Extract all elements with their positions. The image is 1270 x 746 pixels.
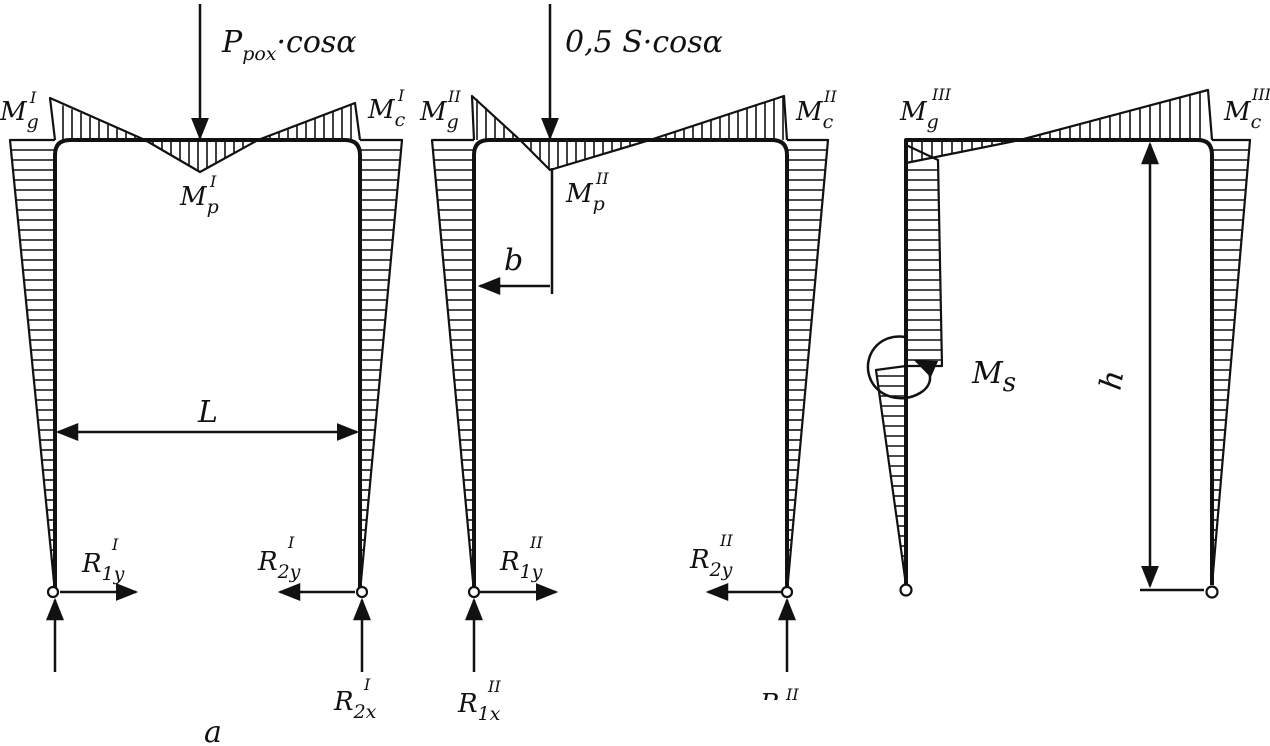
panel-1-m-left-label: Mg	[0, 97, 39, 133]
panel-1-m-mid-label: Mp	[179, 182, 219, 218]
panel-2-r1y-label: R1y	[499, 547, 543, 583]
panel-2-r2y-label: R2y	[689, 545, 733, 581]
panel-3-left-column-moment	[905, 144, 944, 368]
panel-2-m-mid-sup: II	[595, 169, 609, 188]
panel-1-m-left-sup: I	[29, 88, 37, 107]
panel-2-left-column-moment	[430, 138, 476, 593]
panel-1-left-hinge	[46, 585, 60, 599]
panel-3-left-column-lower-moment	[874, 364, 908, 586]
panel-1-left-column-moment	[8, 138, 57, 593]
panel-2-crop-mask	[740, 700, 820, 746]
panel-3-m-left-label: Mg	[899, 97, 939, 133]
panel-1-r2y-sup: I	[287, 533, 295, 552]
panel-3-right-column-moment	[1210, 138, 1252, 586]
panel-3-m-right-label: Mc	[1223, 97, 1262, 133]
panel-3-frame	[904, 138, 1214, 585]
panel-1-r1y-label: R1y	[81, 549, 125, 585]
panel-2-offset-label: b	[504, 243, 523, 278]
panel-1: Ppox·cosα Mg I Mc I Mp I L R1y I R2y I R…	[0, 4, 406, 723]
panel-1-right-hinge	[355, 585, 369, 599]
panel-3-moment-ms-arrow	[866, 335, 939, 400]
panel-3-left-hinge	[899, 583, 913, 597]
panel-2-right-hinge	[780, 585, 794, 599]
panel-2-m-right-sup: II	[823, 87, 837, 106]
panel-2-r2y-sup: II	[719, 531, 733, 550]
panel-1-r2x-label: R2x	[333, 687, 377, 723]
panel-1-m-right-sup: I	[397, 86, 405, 105]
panel-2: 0,5 S·cosα Mg II Mc II Mp II b R1y II R2…	[419, 4, 837, 746]
panel-3-height-label: h	[1094, 368, 1132, 393]
panel-3-ms-label: Ms	[971, 356, 1016, 398]
panel-2-beam-moment	[470, 94, 789, 172]
panel-3-moment-hatching	[876, 92, 1250, 581]
panel-2-m-left-sup: II	[447, 87, 461, 106]
panel-2-r1y-sup: II	[529, 533, 543, 552]
panel-2-right-column-moment	[785, 138, 830, 593]
panel-1-r2x-sup: I	[363, 675, 371, 694]
panel-2-load-label: 0,5 S·cosα	[565, 25, 723, 60]
panel-2-moment-hatching	[432, 96, 828, 581]
panel-2-m-right-label: Mc	[795, 97, 834, 133]
panel-2-r1x-label: R1x	[457, 689, 501, 725]
panel-2-left-hinge	[467, 585, 481, 599]
panel-1-right-column-moment	[358, 138, 404, 593]
panel-1-load-label: Ppox·cosα	[221, 25, 357, 65]
panel-1-moment-hatching	[10, 104, 402, 581]
panel-1-r1y-sup: I	[111, 535, 119, 554]
panel-3-m-right-sup: III	[1251, 85, 1270, 104]
panel-2-m-mid-label: Mp	[565, 179, 605, 215]
panel-1-beam-moment	[48, 96, 362, 174]
figure-caption: a	[204, 715, 222, 746]
panel-3-right-hinge	[1205, 585, 1219, 599]
panel-2-r2x-sup-cut: II	[785, 685, 799, 704]
panel-2-m-left-label: Mg	[419, 97, 459, 133]
panel-2-frame	[472, 138, 789, 592]
panel-3-m-left-sup: III	[931, 85, 952, 104]
panel-1-span-label: L	[197, 395, 218, 430]
panel-1-m-mid-sup: I	[209, 172, 217, 191]
panel-3: Mg III Mc III Ms h	[866, 85, 1270, 599]
panel-1-m-right-label: Mc	[367, 95, 406, 131]
panel-2-r1x-sup: II	[487, 677, 501, 696]
panel-1-r2y-label: R2y	[257, 547, 301, 583]
